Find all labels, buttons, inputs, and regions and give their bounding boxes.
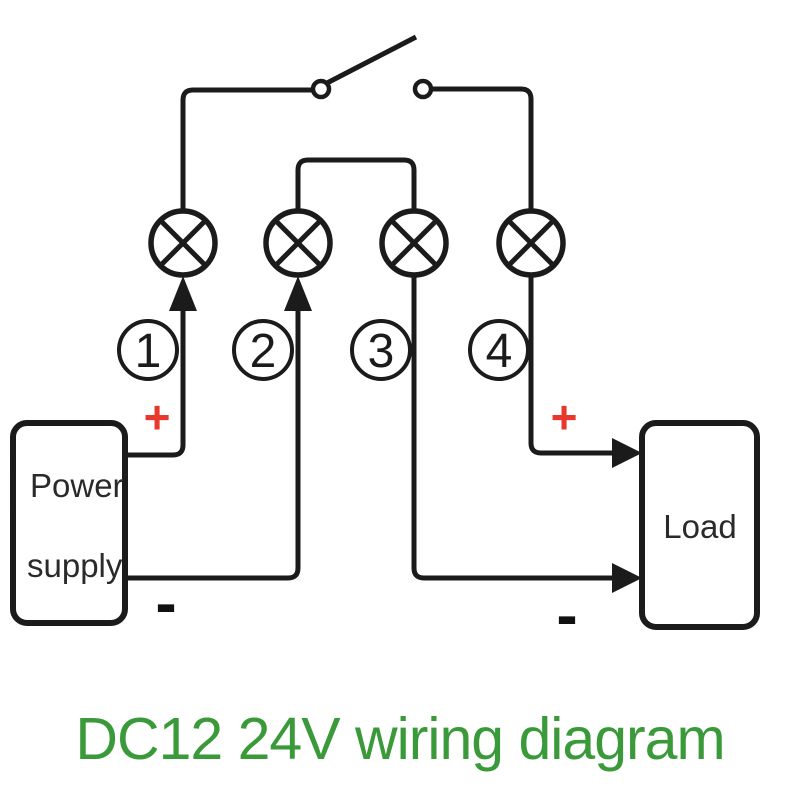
- terminal-number-badge-2: 2: [232, 319, 294, 381]
- power-plus-sign: +: [144, 391, 171, 443]
- terminal2-cross2-icon: [273, 218, 323, 268]
- arrow-into-terminal1-icon: [169, 276, 197, 311]
- arrow-into-load-plus-icon: [612, 438, 642, 468]
- terminal-symbol-2: [263, 208, 333, 278]
- terminal-number-2: 2: [250, 325, 277, 378]
- arrowheads: [169, 276, 642, 593]
- badge2-circle-icon: [232, 319, 294, 381]
- power-supply-outline: [10, 420, 128, 626]
- terminal-symbols: [148, 208, 566, 278]
- switch-contact-left-icon: [310, 78, 332, 100]
- terminal3-cross2-icon: [389, 218, 439, 268]
- jumper-terminal2-terminal3: [295, 157, 417, 212]
- wire-terminal4-to-load-plus: [528, 274, 614, 456]
- power-supply-label-line1: Power: [30, 467, 124, 504]
- terminal1-cross2-icon: [158, 218, 208, 268]
- wire-terminal3-to-load-minus: [411, 274, 614, 581]
- load-box: Load: [639, 420, 760, 630]
- switch: [310, 34, 434, 100]
- terminal-number-1: 1: [135, 325, 162, 378]
- terminal-number-badge-3: 3: [350, 319, 412, 381]
- switch-lever: [325, 34, 418, 86]
- load-outline: [639, 420, 760, 630]
- polarity-marks: + + - -: [144, 391, 578, 651]
- wire-switch-to-terminal4: [430, 86, 534, 212]
- wires: [125, 86, 614, 581]
- badge4-circle-icon: [468, 319, 530, 381]
- terminal-symbol-1: [148, 208, 218, 278]
- switch-contact-right-icon: [412, 78, 434, 100]
- power-minus-sign: -: [155, 567, 176, 639]
- power-supply-label-line2: supply: [27, 547, 123, 584]
- power-supply-box: Power supply: [10, 420, 128, 626]
- wire-powersupply-plus-to-terminal1: [125, 295, 186, 458]
- load-label: Load: [663, 508, 736, 545]
- terminal-symbol-3: [379, 208, 449, 278]
- terminal4-cross2-icon: [506, 218, 556, 268]
- wire-powersupply-minus-to-terminal2: [125, 295, 301, 581]
- wire-terminal1-to-switch: [180, 87, 312, 212]
- terminal-number-badge-1: 1: [117, 319, 179, 381]
- arrow-into-load-minus-icon: [612, 563, 642, 593]
- badge3-circle-icon: [350, 319, 412, 381]
- diagram-title: DC12 24V wiring diagram: [75, 706, 725, 772]
- terminal-number-badges: 1 2 3 4: [117, 319, 530, 381]
- load-plus-sign: +: [551, 391, 578, 443]
- badge1-circle-icon: [117, 319, 179, 381]
- wiring-diagram-canvas: Power supply Load 1 2 3 4: [10, 34, 760, 651]
- terminal-symbol-4: [496, 208, 566, 278]
- arrow-into-terminal2-icon: [284, 276, 312, 311]
- load-minus-sign: -: [556, 579, 577, 651]
- terminal-number-4: 4: [486, 325, 513, 378]
- terminal-number-badge-4: 4: [468, 319, 530, 381]
- terminal-number-3: 3: [368, 325, 395, 378]
